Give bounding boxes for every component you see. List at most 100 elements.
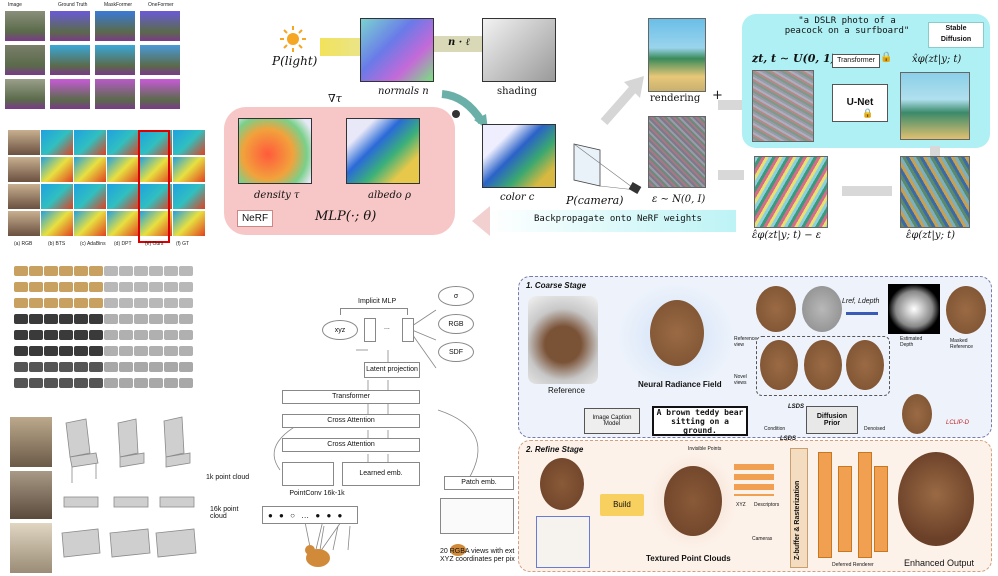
backprop-arrowhead — [472, 206, 490, 236]
depth-thumbnail — [74, 157, 106, 182]
object-thumbnail — [59, 346, 73, 356]
seg-header-oneformer: OneFormer — [148, 2, 174, 8]
enhanced-output-label: Enhanced Output — [904, 558, 975, 568]
object-thumbnail — [29, 266, 43, 276]
rgba-views-label: 20 RGBA views with ext XYZ coordinates p… — [440, 548, 515, 564]
denoised-bear — [902, 394, 932, 434]
sdf-node: SDF — [438, 342, 474, 362]
refine-stage-title: 2. Refine Stage — [526, 445, 584, 454]
object-thumbnail — [59, 378, 73, 388]
object-thumbnail — [14, 346, 28, 356]
object-thumbnail — [149, 346, 163, 356]
object-thumbnail — [119, 314, 133, 324]
eps-hat-image — [900, 156, 970, 228]
p-camera-label: P(camera) — [566, 194, 624, 207]
estimated-depth-label: Estimated Depth — [900, 336, 923, 348]
object-thumbnail — [59, 282, 73, 292]
depth-thumbnail — [107, 184, 139, 209]
depth-thumbnail — [41, 157, 73, 182]
eps-hat-label: ε̂φ(zt|y; t) — [906, 230, 956, 241]
object-thumbnail — [29, 330, 43, 340]
object-thumbnail — [179, 314, 193, 324]
object-thumbnail — [89, 314, 103, 324]
pc-16k-label: 16k point cloud — [210, 506, 239, 520]
noise-label: ε ∼ N(0, I) — [652, 194, 706, 205]
xhat-image — [900, 72, 970, 140]
render-to-sd-arrow — [718, 100, 744, 110]
object-thumbnail — [29, 314, 43, 324]
loss-ref-label: Lref, Ldepth — [842, 298, 880, 305]
highlight-box — [138, 130, 170, 243]
depth-thumbnail — [8, 211, 40, 236]
mlp-layer-1 — [364, 318, 376, 342]
object-thumbnail — [29, 378, 43, 388]
shading-cube — [482, 18, 556, 82]
ndotl-arrow — [434, 36, 486, 52]
masked-ref-bear — [946, 286, 986, 334]
color-cube — [482, 124, 556, 188]
object-thumbnail — [119, 266, 133, 276]
mlp-layer-2 — [402, 318, 414, 342]
room-photo-1 — [10, 417, 52, 467]
depth-label-a: (a) RGB — [14, 241, 33, 247]
lock-icon-1: 🔒 — [880, 52, 893, 63]
shading-label: shading — [497, 86, 537, 97]
eps-minus-label: ε̂φ(zt|y; t) − ε — [752, 230, 822, 241]
object-thumbnail — [44, 330, 58, 340]
zt-label: zt, t ∼ U(0, 1) — [752, 52, 836, 65]
xyz-label: XYZ — [736, 502, 746, 508]
view-bear-gray — [802, 286, 842, 332]
estimated-depth-image — [888, 284, 940, 334]
object-thumbnail — [134, 362, 148, 372]
object-thumbnail — [104, 298, 118, 308]
object-thumbnail — [134, 282, 148, 292]
object-thumbnail — [44, 298, 58, 308]
object-thumbnail — [179, 362, 193, 372]
depth-thumbnail — [140, 184, 172, 209]
renderer-layer — [858, 452, 872, 558]
object-thumbnail — [74, 330, 88, 340]
object-thumbnail — [134, 330, 148, 340]
descriptors-label: Descriptors — [754, 502, 780, 508]
transformer-box: Transformer — [282, 390, 420, 404]
textured-pc-label: Textured Point Clouds — [646, 554, 731, 563]
object-thumbnail — [74, 266, 88, 276]
token-group-left — [282, 462, 334, 486]
object-thumbnail — [164, 362, 178, 372]
object-thumbnail — [44, 282, 58, 292]
object-thumbnail — [134, 298, 148, 308]
object-thumbnail — [134, 266, 148, 276]
pointconv-box: PointConv 16k-1k — [289, 489, 345, 497]
rendering-image — [648, 18, 706, 92]
object-thumbnail — [29, 362, 43, 372]
build-arrow: Build — [600, 494, 644, 516]
object-thumbnail — [164, 298, 178, 308]
object-thumbnail — [29, 298, 43, 308]
depth-thumbnail — [41, 184, 73, 209]
object-thumbnail — [14, 282, 28, 292]
object-thumbnail — [104, 346, 118, 356]
renderer-layer — [838, 466, 852, 552]
cross-attention-box-1: Cross Attention — [282, 414, 420, 428]
object-thumbnail — [44, 266, 58, 276]
grad-tau-label: ∇τ — [328, 92, 342, 105]
refine-ref-bear — [540, 458, 584, 510]
camera-frustum — [573, 143, 642, 194]
depth-label-f: (f) GT — [176, 241, 190, 247]
object-thumbnail — [14, 330, 28, 340]
learned-emb-box: Learned emb. — [342, 462, 420, 486]
object-thumbnail — [179, 330, 193, 340]
albedo-label: albedo ρ — [368, 190, 411, 201]
depth-thumbnail — [41, 211, 73, 236]
object-thumbnail — [104, 330, 118, 340]
l-clip-label: LCLIP-D — [946, 420, 970, 426]
chair-renders — [61, 416, 197, 558]
noise-to-sd-arrow — [718, 170, 744, 180]
object-thumbnail — [44, 378, 58, 388]
object-thumbnail — [44, 346, 58, 356]
object-thumbnail — [164, 282, 178, 292]
object-thumbnail — [89, 282, 103, 292]
object-thumbnail — [119, 330, 133, 340]
nerf-bear — [650, 300, 704, 366]
object-thumbnail — [149, 298, 163, 308]
